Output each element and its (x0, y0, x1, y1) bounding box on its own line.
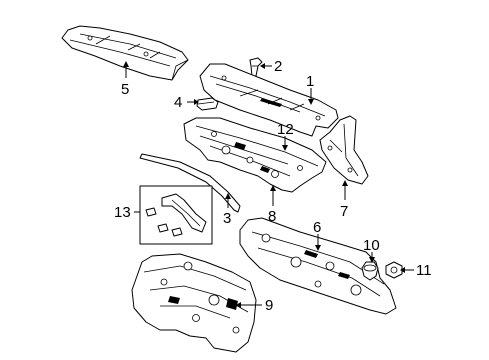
callout-1: 1 (306, 73, 314, 90)
callout-2: 2 (274, 58, 282, 75)
part-10-grommet (361, 261, 379, 281)
callout-7: 7 (340, 203, 348, 220)
part-11-nut (385, 261, 403, 279)
part-5-cowl-top-panel (61, 25, 189, 81)
callout-5: 5 (121, 81, 129, 98)
callout-8: 8 (268, 208, 276, 225)
callout-3: 3 (223, 210, 231, 227)
callout-10: 10 (363, 237, 380, 254)
part-12-dash-panel-upper (183, 117, 327, 193)
leader-lines (123, 61, 414, 308)
callout-12: 12 (277, 121, 294, 138)
part-2-clip (249, 57, 263, 77)
callout-11: 11 (416, 262, 432, 279)
part-4-pad (196, 97, 219, 111)
part-7-side-bracket (319, 115, 369, 185)
callout-13: 13 (114, 204, 131, 221)
part-1-cowl-panel (199, 63, 339, 137)
callout-9: 9 (265, 297, 273, 314)
part-9-lower-insulator (131, 253, 257, 353)
callout-4: 4 (174, 94, 182, 111)
callout-labels: 1 2 3 4 5 6 7 8 9 10 11 12 13 (114, 58, 432, 314)
part-13-bracket-group (139, 185, 213, 245)
callout-6: 6 (313, 219, 321, 236)
part-3-rod (139, 153, 241, 213)
